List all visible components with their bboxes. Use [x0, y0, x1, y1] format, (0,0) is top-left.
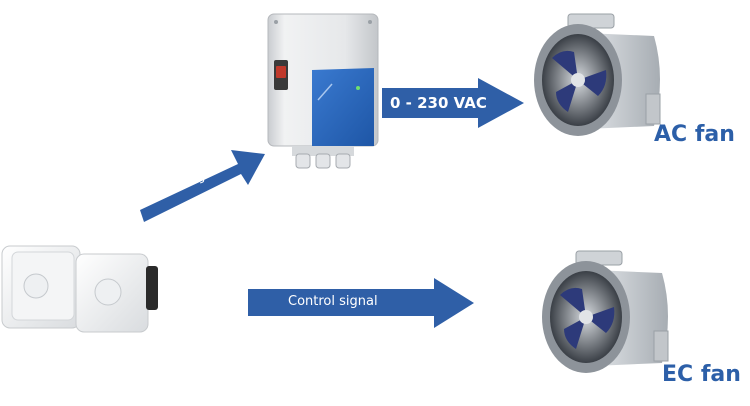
arrow-control-signal-to-controller [140, 150, 265, 242]
arrow-to-ac-fan [382, 78, 524, 128]
ac-fan-label: AC fan [654, 122, 735, 147]
dimmer-switch-device [0, 240, 160, 335]
ac-fan-image [522, 8, 672, 150]
speed-controller-device [262, 8, 384, 172]
ec-fan-image [530, 245, 680, 387]
arrow-label-to-ec-fan: Control signal [288, 294, 378, 309]
arrow-to-ec-fan [248, 278, 474, 328]
arrow-label-ac-voltage: 0 - 230 VAC [390, 94, 487, 112]
ec-fan-label: EC fan [662, 362, 741, 387]
